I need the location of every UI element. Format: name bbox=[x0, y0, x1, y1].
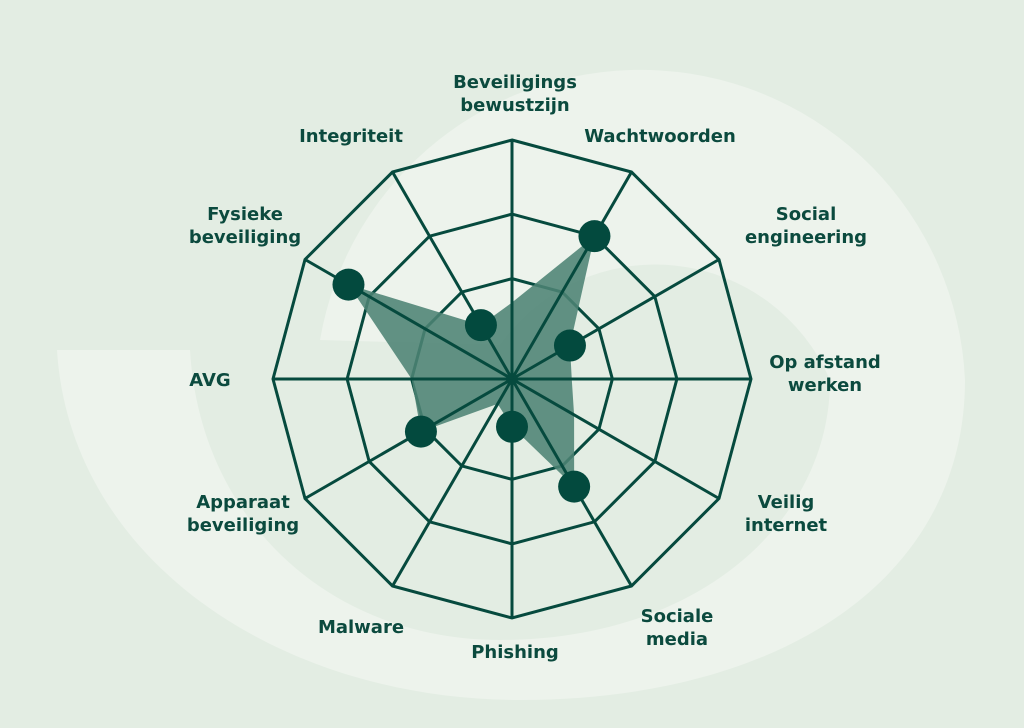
axis-label-line: Fysieke bbox=[207, 204, 283, 225]
axis-label-line: Sociale bbox=[641, 606, 714, 627]
axis-label-line: Social bbox=[776, 204, 837, 225]
axis-label-line: engineering bbox=[745, 227, 867, 248]
axis-label-line: Apparaat bbox=[196, 492, 290, 513]
radar-markers bbox=[332, 220, 611, 503]
axis-label-line: Veilig bbox=[758, 492, 815, 513]
axis-label-line: Phishing bbox=[471, 642, 559, 663]
axis-label: AVG bbox=[189, 370, 230, 391]
axis-label-line: beveiliging bbox=[187, 515, 299, 536]
data-point bbox=[404, 415, 437, 448]
radar-area bbox=[348, 236, 595, 487]
axis-label-line: Op afstand bbox=[769, 352, 881, 373]
axis-label: Wachtwoorden bbox=[584, 126, 736, 147]
axis-label-line: werken bbox=[788, 375, 862, 396]
axis-spoke bbox=[391, 378, 514, 587]
axis-label-line: Wachtwoorden bbox=[584, 126, 736, 147]
axis-spoke bbox=[511, 258, 720, 381]
data-point bbox=[464, 309, 497, 342]
axis-label-line: Integriteit bbox=[299, 126, 403, 147]
axis-spoke bbox=[391, 171, 514, 380]
axis-spoke bbox=[510, 171, 633, 380]
axis-label-line: media bbox=[646, 629, 708, 650]
axis-label-line: beveiliging bbox=[189, 227, 301, 248]
axis-label-line: bewustzijn bbox=[460, 95, 570, 116]
axis-label-line: Beveiligings bbox=[453, 72, 577, 93]
data-point bbox=[558, 470, 591, 503]
data-point bbox=[496, 410, 528, 443]
axis-label-line: AVG bbox=[189, 370, 230, 391]
data-point bbox=[578, 220, 611, 253]
axis-label: Integriteit bbox=[299, 126, 403, 147]
axis-spoke bbox=[511, 377, 720, 500]
data-point bbox=[332, 268, 365, 301]
axis-label-line: Malware bbox=[318, 617, 404, 638]
axis-label: Phishing bbox=[471, 642, 559, 663]
axis-label: Malware bbox=[318, 617, 404, 638]
axis-label-line: internet bbox=[745, 515, 828, 536]
data-point bbox=[553, 329, 586, 362]
